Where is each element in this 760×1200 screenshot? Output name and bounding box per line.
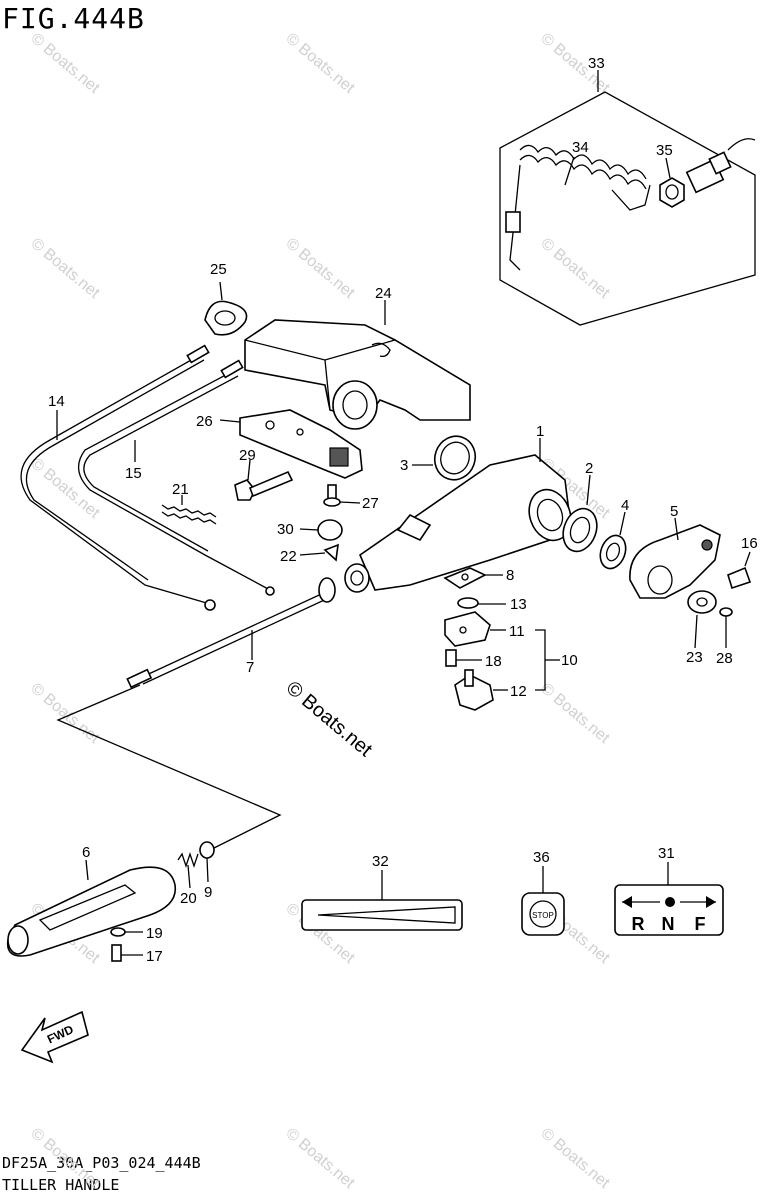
callout-19: 19 — [146, 925, 163, 942]
callout-3: 3 — [400, 457, 408, 474]
part-8-plate — [443, 567, 503, 589]
callout-23: 23 — [686, 649, 703, 666]
part-32-decal — [301, 870, 463, 931]
callout-21: 21 — [172, 481, 189, 498]
part-21-spring — [161, 495, 217, 525]
part-30-plug — [299, 519, 343, 541]
part-35-nut — [659, 177, 685, 208]
callout-10: 10 — [561, 652, 578, 669]
fwd-arrow-icon: FWD — [20, 1010, 89, 1064]
callout-11: 11 — [509, 623, 525, 640]
part-4-collar — [599, 511, 627, 570]
watermark: © Boats.net — [27, 235, 103, 302]
callout-35: 35 — [656, 142, 673, 159]
watermark: © Boats.net — [27, 455, 103, 522]
part-5-lever — [629, 517, 721, 599]
callout-27: 27 — [362, 495, 379, 512]
part-17-screw — [111, 944, 143, 962]
watermark-large: © Boats.net — [282, 677, 377, 761]
part-19-nut — [110, 927, 143, 937]
watermark: © Boats.net — [282, 1125, 358, 1192]
watermark: © Boats.net — [537, 1125, 613, 1192]
part-20-spring — [177, 851, 199, 889]
watermark: © Boats.net — [27, 680, 103, 747]
part-10-group-bracket — [535, 629, 560, 691]
callout-15: 15 — [125, 465, 142, 482]
figure-code: DF25A_30A_P03_024_444B — [2, 1154, 201, 1172]
part-27-screw — [323, 484, 361, 507]
callout-2: 2 — [585, 460, 593, 477]
callout-30: 30 — [277, 521, 294, 538]
callouts: 1 2 3 4 5 6 7 8 9 10 11 12 13 14 15 16 1… — [48, 55, 758, 965]
callout-4: 4 — [621, 497, 629, 514]
callout-24: 24 — [375, 285, 392, 302]
callout-13: 13 — [510, 596, 527, 613]
part-1-tiller-handle — [344, 438, 572, 593]
part-13-nut — [457, 597, 506, 609]
figure-title: FIG.444B — [2, 2, 145, 35]
watermark: © Boats.net — [537, 235, 613, 302]
stop-text: STOP — [532, 911, 554, 920]
part-18-screw — [445, 649, 482, 667]
part-23-washer — [687, 590, 717, 649]
watermark: © Boats.net — [27, 1125, 103, 1192]
watermark: © Boats.net — [282, 30, 358, 97]
part-15-throttle-cable — [78, 359, 275, 596]
callout-33: 33 — [588, 55, 605, 72]
part-11-bracket — [444, 611, 506, 647]
callout-6: 6 — [82, 844, 90, 861]
callout-7: 7 — [246, 659, 254, 676]
part-33-stop-switch-kit — [499, 70, 756, 326]
watermark: © Boats.net — [282, 235, 358, 302]
callout-26: 26 — [196, 413, 213, 430]
callout-12: 12 — [510, 683, 527, 700]
callout-31: 31 — [658, 845, 675, 862]
part-31-shift-label: R N F — [614, 862, 724, 936]
watermark: © Boats.net — [27, 30, 103, 97]
callout-20: 20 — [180, 890, 197, 907]
callout-1: 1 — [536, 423, 544, 440]
callout-16: 16 — [741, 535, 758, 552]
watermark: © Boats.net — [537, 680, 613, 747]
part-3-bushing — [412, 435, 477, 481]
callout-17: 17 — [146, 948, 163, 965]
part-22-clip — [299, 543, 339, 562]
part-16-bolt — [727, 551, 752, 590]
callout-34: 34 — [572, 139, 589, 156]
part-2-washer — [562, 474, 598, 553]
callout-5: 5 — [670, 503, 678, 520]
callout-29: 29 — [239, 447, 256, 464]
part-24-tiller-bracket — [244, 300, 471, 430]
callout-22: 22 — [280, 548, 297, 565]
callout-25: 25 — [210, 261, 227, 278]
switch-body — [685, 138, 756, 194]
part-25-grommet — [204, 281, 248, 336]
callout-8: 8 — [506, 567, 514, 584]
part-12-knob — [454, 669, 508, 711]
part-28-screw — [719, 607, 733, 648]
part-36-stop-label: STOP — [521, 866, 565, 936]
shift-n: N — [662, 914, 675, 934]
shift-r: R — [632, 914, 645, 934]
part-7-cable — [56, 577, 336, 851]
callout-14: 14 — [48, 393, 65, 410]
callout-28: 28 — [716, 650, 733, 667]
callout-36: 36 — [533, 849, 550, 866]
callout-9: 9 — [204, 884, 212, 901]
shift-f: F — [695, 914, 706, 934]
part-6-grip — [6, 859, 177, 957]
part-34-lanyard — [505, 144, 651, 271]
part-14-throttle-cable — [20, 344, 216, 611]
callout-18: 18 — [485, 653, 502, 670]
callout-32: 32 — [372, 853, 389, 870]
figure-name: TILLER HANDLE — [2, 1176, 120, 1194]
part-9-cap — [199, 841, 215, 883]
part-29-bolt — [234, 459, 294, 501]
part-26-cable-holder — [219, 409, 363, 479]
